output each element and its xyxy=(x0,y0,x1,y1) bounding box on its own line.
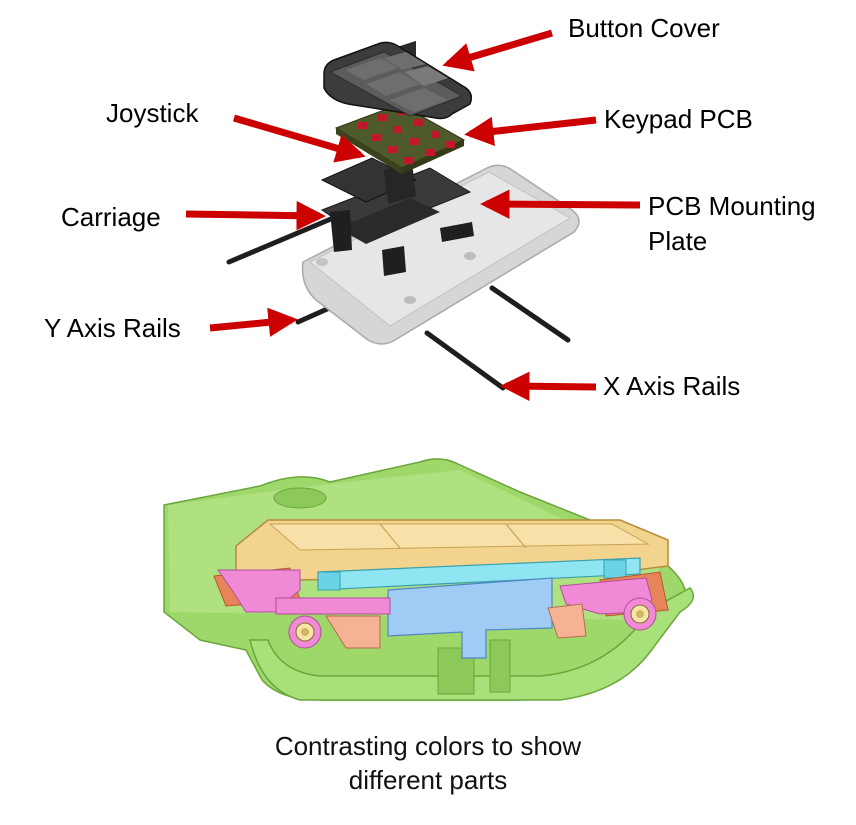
label-pcb-mounting-plate-line2: Plate xyxy=(648,226,708,256)
label-keypad-pcb: Keypad PCB xyxy=(604,104,753,134)
carriage-part xyxy=(320,40,474,276)
arrow-carriage xyxy=(185,200,326,231)
label-pcb-mounting-plate-line1: PCB Mounting xyxy=(648,191,816,221)
callout-arrows xyxy=(185,29,641,401)
label-button-cover: Button Cover xyxy=(568,13,720,43)
salmon-block-right xyxy=(547,603,587,639)
x-axis-rails-part xyxy=(424,285,571,391)
caption-line-1: Contrasting colors to show xyxy=(274,731,582,761)
pcb-buttons xyxy=(358,108,455,164)
label-joystick: Joystick xyxy=(106,98,199,128)
arrow-pcb-mounting-plate xyxy=(480,189,641,219)
label-y-axis-rails: Y Axis Rails xyxy=(44,313,181,343)
arrow-joystick xyxy=(233,114,366,163)
arrow-button-cover xyxy=(442,29,553,72)
arrow-x-axis-rails xyxy=(500,371,597,401)
colored-section-view xyxy=(163,458,695,701)
label-carriage: Carriage xyxy=(61,202,161,232)
label-x-axis-rails: X Axis Rails xyxy=(603,371,741,401)
caption: Contrasting colors to show different par… xyxy=(228,729,628,797)
joystick-part xyxy=(320,157,418,204)
blue-joystick-block xyxy=(387,577,553,659)
button-cover-part xyxy=(323,41,473,120)
caption-line-2: different parts xyxy=(348,765,508,795)
arrow-keypad-pcb xyxy=(464,116,597,147)
salmon-block-left xyxy=(325,615,381,649)
arrow-y-axis-rails xyxy=(209,307,298,337)
